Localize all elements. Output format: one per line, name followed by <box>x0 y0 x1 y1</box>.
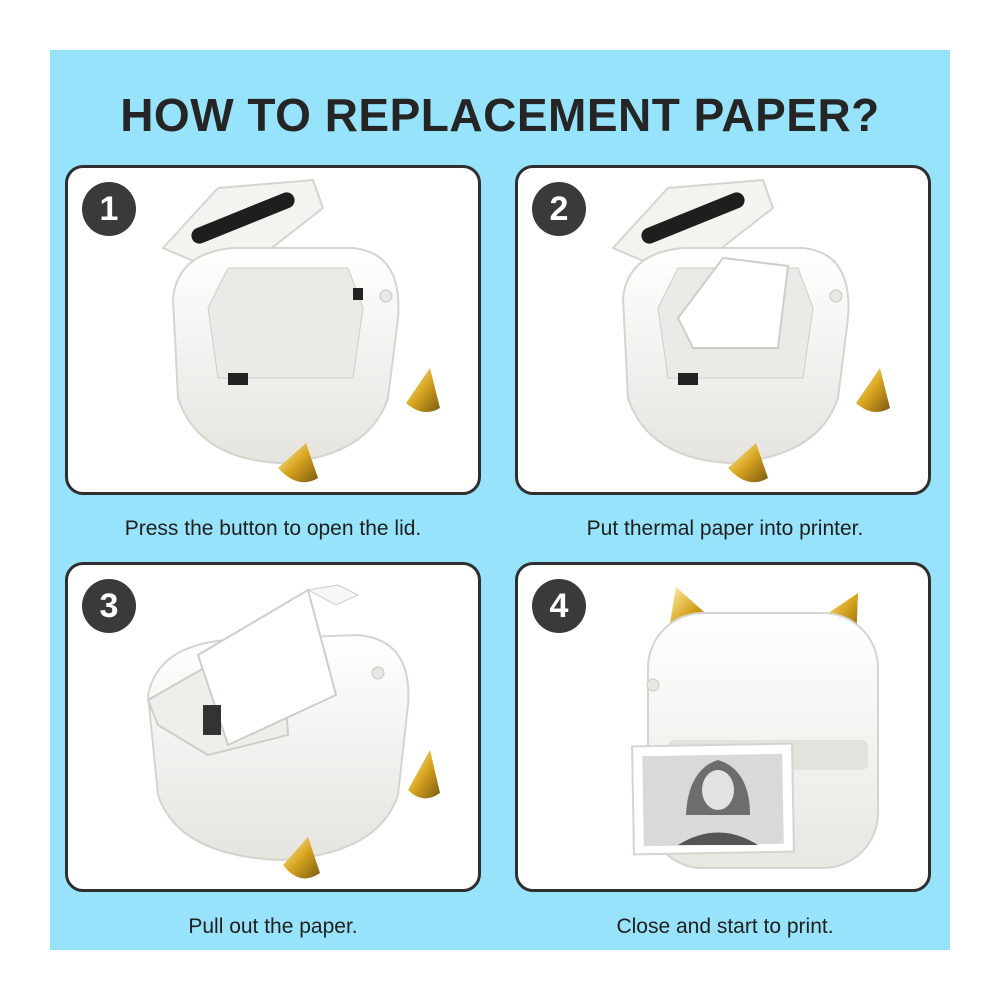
step-2-caption: Put thermal paper into printer. <box>586 517 864 540</box>
printer-insert-paper-image <box>611 178 890 483</box>
printer-closed-printing-image <box>631 587 879 869</box>
step-1-number-badge: 1 <box>82 182 136 236</box>
step-4-panel: 4 <box>515 562 931 892</box>
page-title: HOW TO REPLACEMENT PAPER? <box>120 89 880 141</box>
step-1-caption: Press the button to open the lid. <box>124 517 422 540</box>
step-4-number-badge: 4 <box>532 579 586 633</box>
step-2-number-badge: 2 <box>532 182 586 236</box>
printed-photo <box>631 742 795 856</box>
step-3-panel: 3 <box>65 562 481 892</box>
instruction-poster: HOW TO REPLACEMENT PAPER? 1 <box>50 50 950 950</box>
step-1-panel: 1 <box>65 165 481 495</box>
step-3-number-badge: 3 <box>82 579 136 633</box>
printer-pull-paper-image <box>146 584 440 879</box>
step-2-panel: 2 <box>515 165 931 495</box>
step-3-caption: Pull out the paper. <box>188 915 358 938</box>
printer-open-lid-image <box>161 178 440 483</box>
step-4-caption: Close and start to print. <box>616 915 834 938</box>
